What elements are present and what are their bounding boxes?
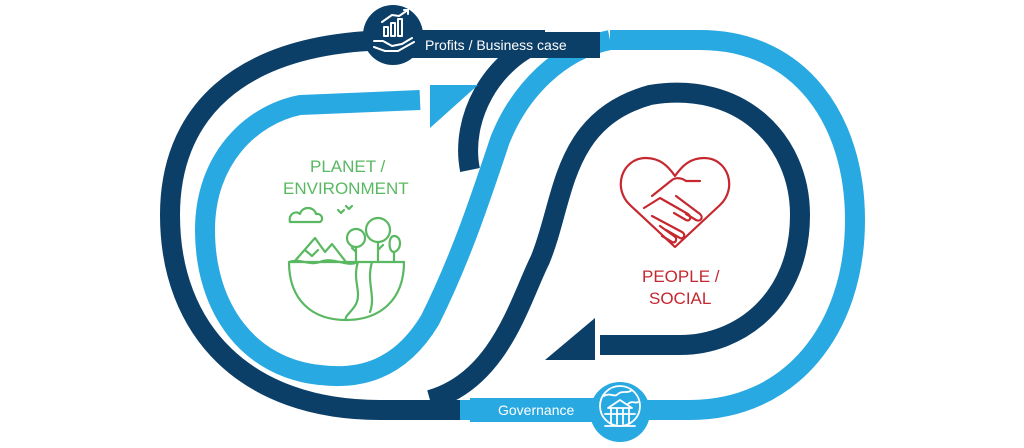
heart-handshake-icon [619, 156, 731, 249]
people-title-line2: SOCIAL [649, 289, 711, 308]
earth-landscape-icon [287, 204, 406, 322]
top-band-bar [410, 32, 600, 58]
arrowhead-top-left [430, 85, 478, 128]
hand-growth-chart-icon [363, 5, 423, 65]
arrowhead-bottom-right [545, 318, 595, 360]
top-band-label: Profits / Business case [425, 37, 567, 53]
globe-institution-icon [590, 382, 650, 442]
light-blue-loop [195, 30, 865, 420]
bottom-band-label: Governance [498, 402, 574, 418]
planet-title-line2: ENVIRONMENT [283, 179, 409, 198]
planet-title-line1: PLANET / [310, 157, 386, 176]
people-title-line1: PEOPLE / [642, 267, 720, 286]
